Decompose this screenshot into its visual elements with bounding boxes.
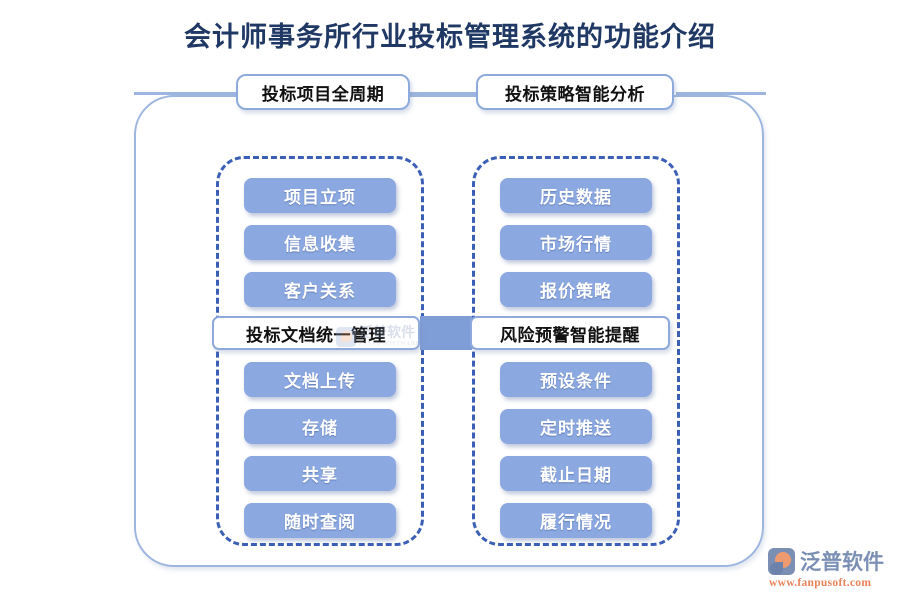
page-title: 会计师事务所行业投标管理系统的功能介绍 [184, 22, 716, 52]
item-fulfillment-status[interactable]: 履行情况 [500, 503, 652, 538]
company-logo-name: 泛普软件 [800, 550, 884, 574]
column-header-bidding-lifecycle[interactable]: 投标项目全周期 [236, 74, 410, 110]
item-scheduled-push[interactable]: 定时推送 [500, 409, 652, 444]
item-deadline-date[interactable]: 截止日期 [500, 456, 652, 491]
outer-frame [134, 95, 764, 567]
item-market-conditions[interactable]: 市场行情 [500, 225, 652, 260]
company-logo-icon [768, 547, 795, 575]
middle-connector-block [420, 316, 472, 350]
middle-label-risk-alert[interactable]: 风险预警智能提醒 [470, 316, 670, 350]
item-historical-data[interactable]: 历史数据 [500, 178, 652, 213]
company-website-url: www.fanpusoft.com [769, 577, 872, 589]
item-storage[interactable]: 存储 [244, 409, 396, 444]
middle-label-document-management[interactable]: 投标文档统一管理 [212, 316, 420, 350]
header-connector-line-right [676, 92, 766, 95]
item-sharing[interactable]: 共享 [244, 456, 396, 491]
item-customer-relations[interactable]: 客户关系 [244, 272, 396, 307]
company-logo: 泛普软件 www.fanpusoft.com [768, 546, 892, 592]
item-document-upload[interactable]: 文档上传 [244, 362, 396, 397]
item-project-initiation[interactable]: 项目立项 [244, 178, 396, 213]
column-header-strategy-analysis[interactable]: 投标策略智能分析 [476, 74, 674, 110]
dashed-group-bidding-lifecycle [216, 156, 424, 546]
item-preset-conditions[interactable]: 预设条件 [500, 362, 652, 397]
header-connector-line-left [134, 92, 244, 95]
item-pricing-strategy[interactable]: 报价策略 [500, 272, 652, 307]
header-connector-line-middle [402, 92, 482, 95]
item-information-gathering[interactable]: 信息收集 [244, 225, 396, 260]
item-anytime-access[interactable]: 随时查阅 [244, 503, 396, 538]
dashed-group-strategy-analysis [472, 156, 680, 546]
